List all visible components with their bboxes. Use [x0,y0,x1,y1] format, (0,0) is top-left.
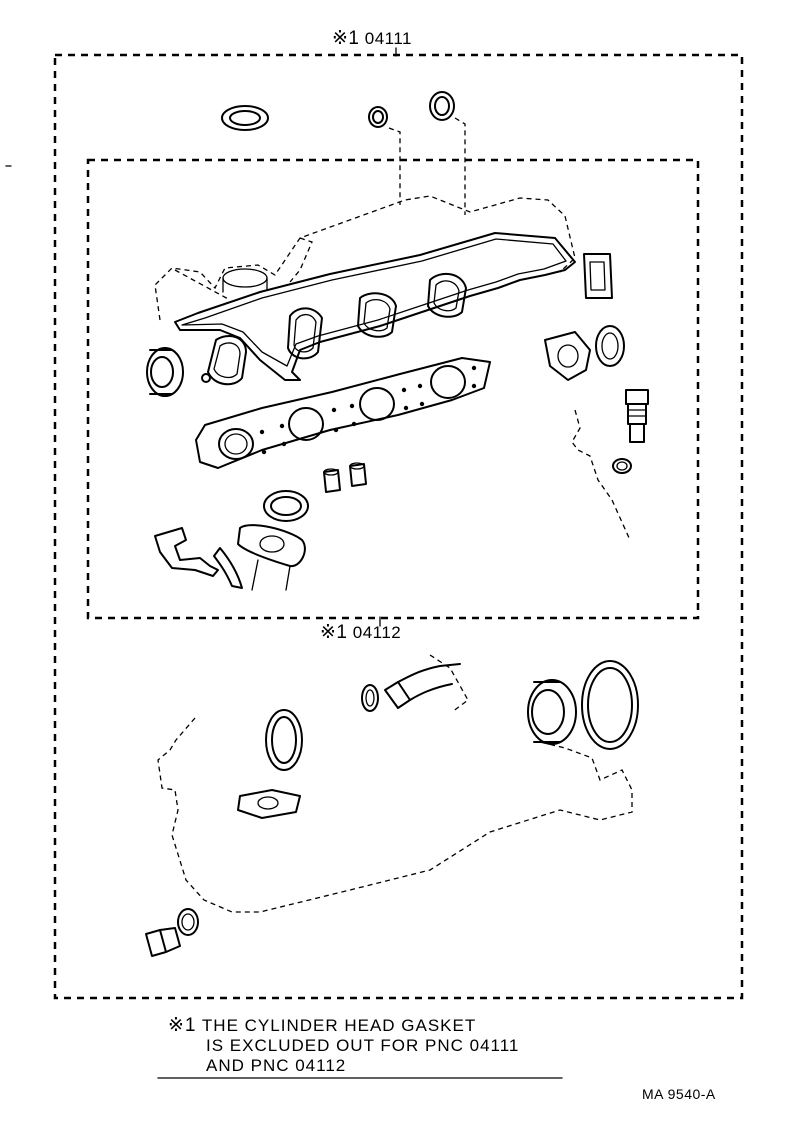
thermostat-gasket [544,331,591,381]
head-side-outline [571,409,631,541]
leader-o-ring [388,127,401,205]
sensor-ring [612,458,632,474]
half-moon-seal [213,547,243,589]
oil-filler-neck [222,268,268,288]
fuel-pump-gasket [237,789,301,819]
note-line-1: ※1 THE CYLINDER HEAD GASKET [168,1015,477,1036]
egr-pipe-gasket [263,490,309,522]
exclusion-mark: ※1 [320,622,348,643]
inner-kit-boundary [86,158,700,620]
exclusion-mark: ※1 [168,1015,197,1036]
thermostat-ring [595,325,625,367]
kit-part-number: 04111 [364,29,412,48]
oil-pump-pipe [384,663,461,709]
pipe-o-ring [361,684,379,712]
small-o-ring [368,106,388,128]
oil-strainer-gasket [265,709,303,771]
outer-kit-boundary [53,53,744,1000]
grommet-ring [429,91,455,121]
kit-part-number: 04112 [352,623,402,642]
lower-kit-label: ※1 04112 [320,621,401,644]
water-bypass-gasket [237,524,306,591]
drawing-code: MA 9540-A [642,1086,716,1102]
valve-stem-seal-right [349,462,367,487]
note-line-2: IS EXCLUDED OUT FOR PNC 04111 [206,1036,520,1055]
exhaust-manifold-gasket [195,357,491,469]
exclusion-mark: ※1 [332,28,360,49]
sensor-plug [625,389,649,443]
oil-filler-cap-gasket [221,105,269,131]
intake-manifold-gasket [201,272,467,386]
water-outlet-gasket [583,253,613,299]
upper-kit-label: ※1 04111 [332,27,412,50]
cylinder-head-lower-outline [174,237,313,301]
bracket-gasket [154,527,219,577]
note-line-3: AND PNC 04112 [206,1056,347,1075]
valve-stem-seal-left [323,468,341,493]
camshaft-oil-seal [146,347,184,397]
head-cover-gasket [174,232,576,381]
exclusion-note: ※1 THE CYLINDER HEAD GASKET IS EXCLUDED … [168,1016,519,1076]
oil-seal-retainer-gasket [581,660,639,750]
leader-grommet [454,117,466,215]
cylinder-head-outline [154,195,576,321]
drain-plug-gasket [177,908,199,936]
engine-block-outline [157,654,633,913]
crankshaft-rear-oil-seal [527,679,577,745]
drain-plug [145,927,181,957]
